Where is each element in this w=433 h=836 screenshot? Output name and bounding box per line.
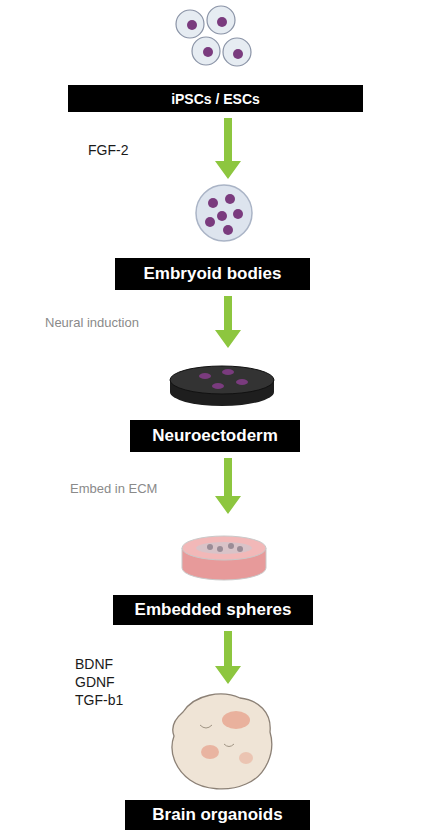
edge-label: Embed in ECM [70, 480, 180, 498]
stage-label: iPSCs / ESCs [68, 85, 363, 112]
stage-node: iPSCs / ESCs [68, 8, 363, 112]
stage-node: Brain organoids [125, 688, 310, 830]
stage-label: Embedded spheres [113, 595, 313, 625]
neuroectoderm-dish-illustration [170, 366, 274, 406]
flow-arrow [215, 118, 241, 179]
stage-label: Brain organoids [125, 800, 310, 830]
stage-node: Neuroectoderm [130, 352, 300, 452]
flow-arrow [215, 631, 241, 684]
flow-arrow [215, 296, 241, 348]
edge-label: Neural induction [45, 314, 175, 332]
embedded-spheres-dish-illustration [182, 536, 266, 580]
stage-node: Embedded spheres [113, 518, 313, 625]
arrow-shape [215, 296, 241, 348]
arrow-shape [215, 458, 241, 514]
arrow-shape [215, 118, 241, 179]
stem-cells-illustration [176, 6, 251, 66]
edge-label: FGF-2 [88, 141, 168, 159]
stage-node: Embryoid bodies [115, 183, 310, 290]
stage-label: Neuroectoderm [130, 420, 300, 452]
brain-organoid-illustration [172, 694, 272, 789]
arrow-shape [215, 631, 241, 684]
flow-arrow [215, 458, 241, 514]
embryoid-body-illustration [196, 185, 252, 241]
stage-label: Embryoid bodies [115, 258, 310, 290]
edge-label: BDNF GDNF TGF-b1 [75, 655, 131, 709]
